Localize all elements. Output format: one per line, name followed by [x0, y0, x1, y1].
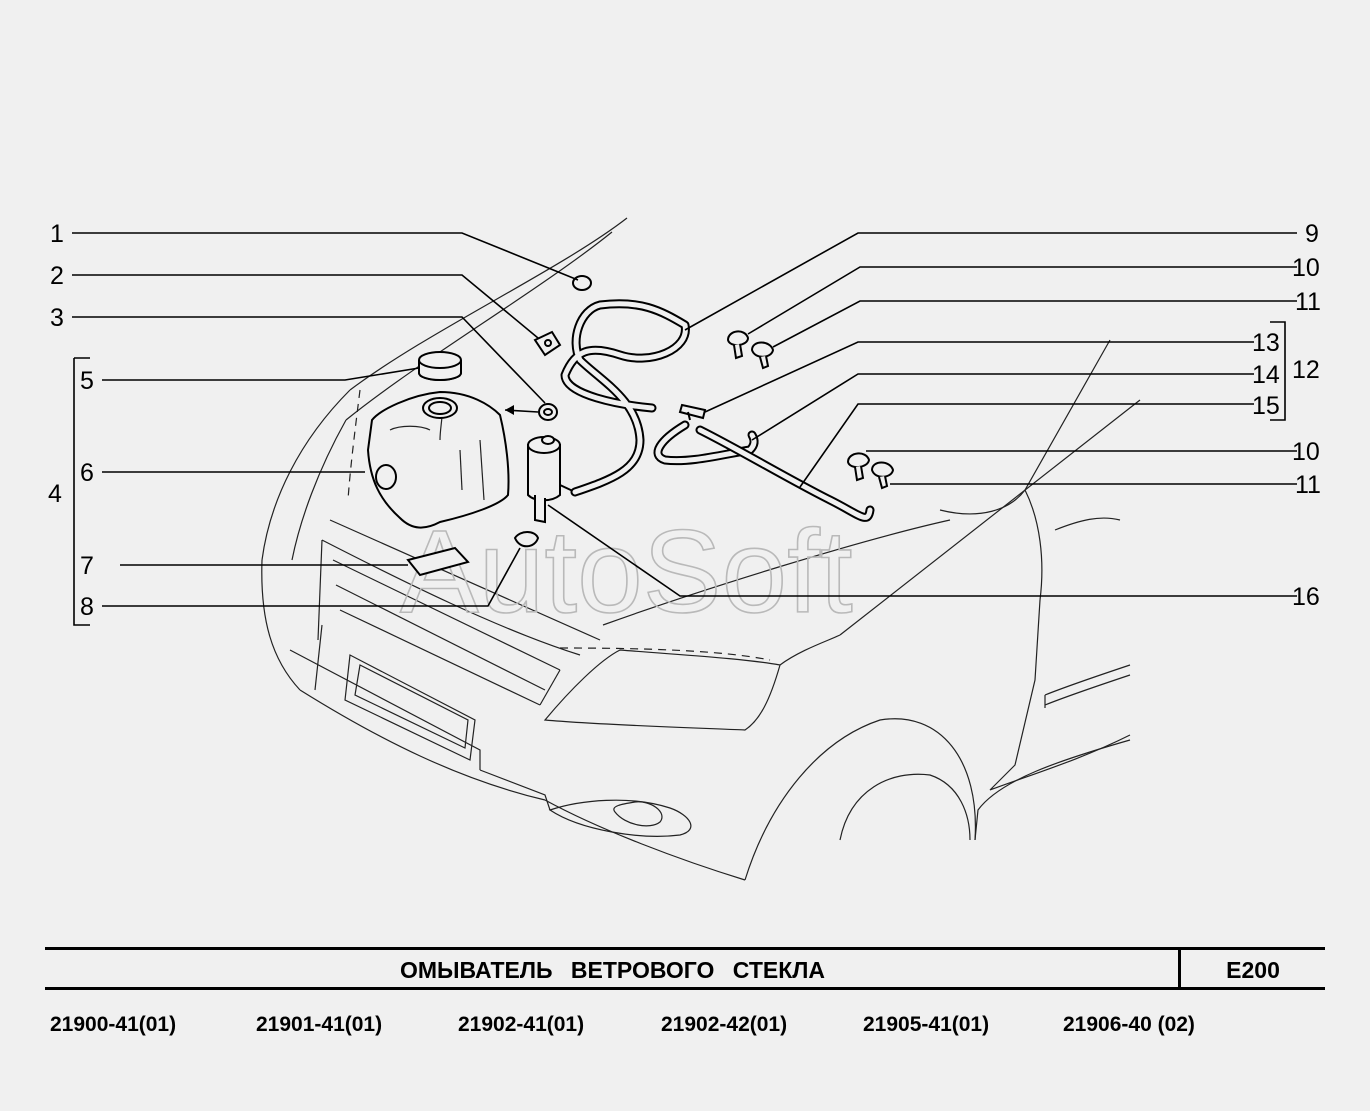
callout-8: 8 [80, 593, 94, 621]
part-13-tee [678, 403, 707, 420]
callouts-left: 1 2 3 5 4 6 7 8 [48, 220, 94, 621]
model-code: 21905-41(01) [863, 1013, 990, 1036]
car-outline [261, 217, 1141, 881]
callout-3: 3 [50, 304, 64, 332]
part-8-grommet [513, 531, 540, 548]
callout-5: 5 [80, 367, 94, 395]
callout-16: 16 [1292, 583, 1320, 611]
callout-6: 6 [80, 459, 94, 487]
watermark-text: AutoSoft [400, 506, 853, 638]
callout-15: 15 [1252, 392, 1280, 420]
part-16-pump [527, 435, 576, 524]
part-11-nozzle-lower [870, 461, 895, 490]
part-9-hose [560, 299, 690, 497]
part-5-cap [418, 351, 462, 381]
callout-11-lower: 11 [1295, 471, 1321, 499]
model-list: 21900-41(01) 21901-41(01) 21902-41(01) 2… [0, 1013, 1370, 1043]
model-code: 21900-41(01) [50, 1013, 177, 1036]
part-10-nozzle-lower [846, 452, 871, 482]
title-divider [1178, 950, 1181, 987]
callout-1: 1 [50, 220, 64, 248]
callout-14: 14 [1252, 361, 1280, 389]
title-block: ОМЫВАТЕЛЬ ВЕТРОВОГО СТЕКЛА E200 [45, 947, 1325, 990]
callout-10-lower: 10 [1292, 438, 1320, 466]
part-1-plug [572, 275, 592, 291]
part-11-nozzle-upper [750, 341, 775, 370]
model-code: 21906-40 (02) [1063, 1013, 1195, 1036]
part-7-label [406, 546, 470, 577]
parts-diagram: AutoSoft [48, 217, 1321, 881]
callout-2: 2 [50, 262, 64, 290]
part-14-hose [653, 420, 759, 466]
callout-11-upper: 11 [1295, 288, 1321, 316]
page-title: ОМЫВАТЕЛЬ ВЕТРОВОГО СТЕКЛА [399, 957, 826, 983]
callout-9: 9 [1305, 220, 1319, 248]
callout-10-upper: 10 [1292, 254, 1320, 282]
model-code: 21902-41(01) [458, 1013, 585, 1036]
callout-7: 7 [80, 552, 94, 580]
part-10-nozzle-upper [726, 330, 750, 360]
part-6-reservoir [366, 390, 510, 529]
page-code: E200 [1226, 957, 1280, 983]
callouts-right: 9 10 11 13 12 14 15 10 11 16 [1252, 220, 1321, 611]
parts [366, 275, 895, 577]
callout-12: 12 [1292, 356, 1320, 384]
callout-4: 4 [48, 480, 62, 508]
model-code: 21902-42(01) [661, 1013, 788, 1036]
callout-13: 13 [1252, 329, 1280, 357]
leader-lines [72, 232, 1297, 626]
part-15-hose [695, 425, 875, 522]
model-code: 21901-41(01) [256, 1013, 383, 1036]
